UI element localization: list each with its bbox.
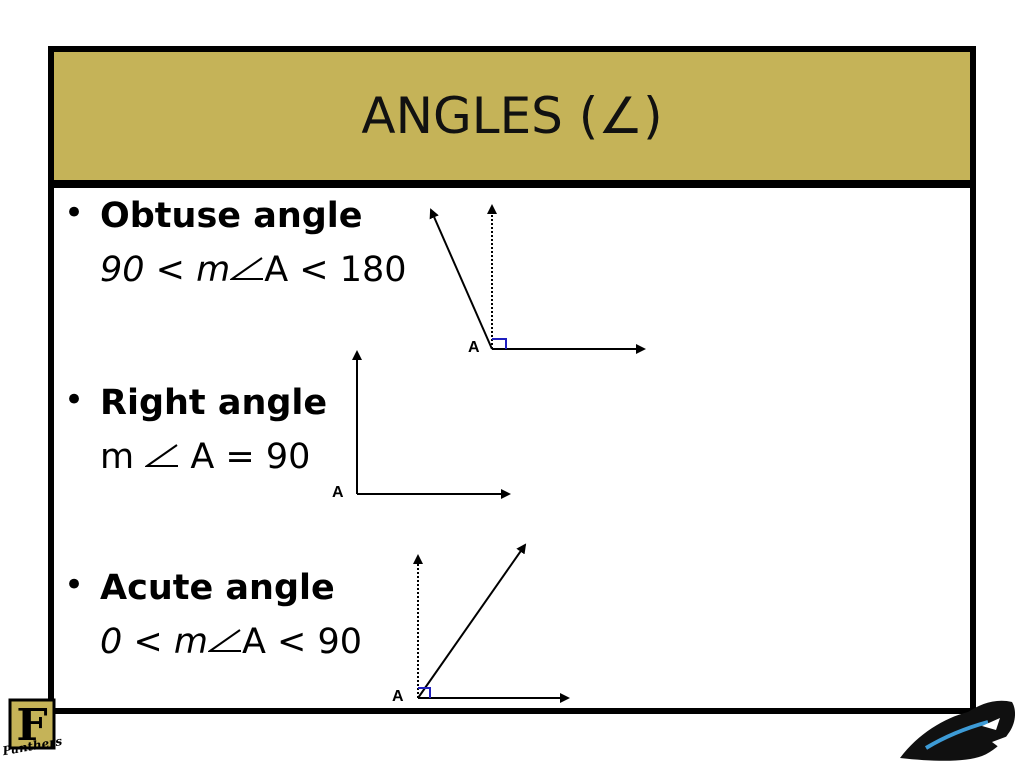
- bullet-dot-icon: •: [64, 193, 85, 233]
- svg-text:F: F: [16, 700, 47, 751]
- bullet-formula: m A = 90: [100, 437, 311, 477]
- f-panthers-logo-icon: F Panthers: [2, 698, 63, 758]
- angle-symbol-icon: [207, 629, 241, 652]
- title-divider: [54, 180, 970, 188]
- panther-logo-icon: [900, 700, 1016, 761]
- title-bar: ANGLES (∠): [54, 52, 970, 180]
- bullet-heading: Obtuse angle: [100, 196, 363, 236]
- bullet-heading: Acute angle: [100, 568, 335, 608]
- angle-symbol-icon: [230, 257, 264, 280]
- bullet-heading: Right angle: [100, 383, 328, 423]
- bullet-dot-icon: •: [64, 565, 85, 605]
- angle-symbol-icon: [145, 444, 179, 467]
- page-title: ANGLES (∠): [361, 87, 663, 145]
- bullet-dot-icon: •: [64, 380, 85, 420]
